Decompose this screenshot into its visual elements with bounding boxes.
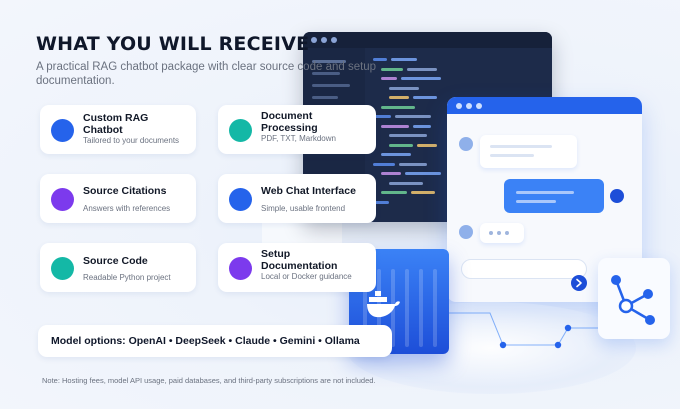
page-subtitle: A practical RAG chatbot package with cle… [36,61,377,87]
feature-dot-icon [229,118,252,142]
feature-card-source-citations: Source Citations Answers with references [40,174,196,223]
feature-dot-icon [229,256,252,280]
send-button[interactable] [571,275,587,291]
feature-title: Documentation [261,260,338,272]
feature-title: Processing [261,122,318,134]
bot-avatar-icon [459,137,473,151]
window-dot-icon [311,37,317,43]
share-network-icon [611,275,655,325]
feature-title: Document [261,110,313,122]
feature-description: Readable Python project [83,273,171,282]
typing-indicator [480,223,524,243]
feature-title: Source Code [83,255,148,267]
user-message-bubble [504,179,604,213]
feature-description: Local or Docker guidance [261,272,352,281]
feature-dot-icon [51,118,74,142]
footnote: Note: Hosting fees, model API usage, pai… [42,376,376,385]
feature-description: Tailored to your documents [83,136,180,145]
feature-title: Chatbot [83,124,123,136]
share-card-illustration [598,258,670,339]
feature-description: Answers with references [83,204,171,213]
docker-whale-icon [367,291,400,318]
window-dot-icon [466,102,472,109]
bot-avatar-icon [459,225,473,239]
window-titlebar [303,32,552,48]
window-titlebar [447,97,642,114]
feature-card-web-chat-interface: Web Chat Interface Simple, usable fronte… [218,174,376,223]
window-dot-icon [321,37,327,43]
feature-description: Simple, usable frontend [261,204,346,213]
feature-title: Custom RAG [83,112,149,124]
model-options-label: Model options: OpenAI • DeepSeek • Claud… [51,335,360,347]
feature-title: Web Chat Interface [261,185,356,197]
feature-title: Source Citations [83,185,167,197]
bot-message-bubble [480,135,577,168]
feature-dot-icon [51,187,74,211]
window-dot-icon [456,102,462,109]
feature-card-document-processing: Document Processing PDF, TXT, Markdown [218,105,376,154]
feature-description: PDF, TXT, Markdown [261,134,336,143]
window-dot-icon [476,102,482,109]
feature-card-custom-rag-chatbot: Custom RAG Chatbot Tailored to your docu… [40,105,196,154]
model-options-bar: Model options: OpenAI • DeepSeek • Claud… [38,325,392,357]
feature-dot-icon [229,187,252,211]
window-dot-icon [331,37,337,43]
feature-card-setup-documentation: Setup Documentation Local or Docker guid… [218,243,376,292]
user-avatar-icon [610,189,624,203]
feature-dot-icon [51,256,74,280]
feature-title: Setup [261,248,291,260]
page-title: WHAT YOU WILL RECEIVE [36,33,310,55]
message-input[interactable] [461,259,587,279]
feature-card-source-code: Source Code Readable Python project [40,243,196,292]
send-arrow-icon [576,278,582,288]
